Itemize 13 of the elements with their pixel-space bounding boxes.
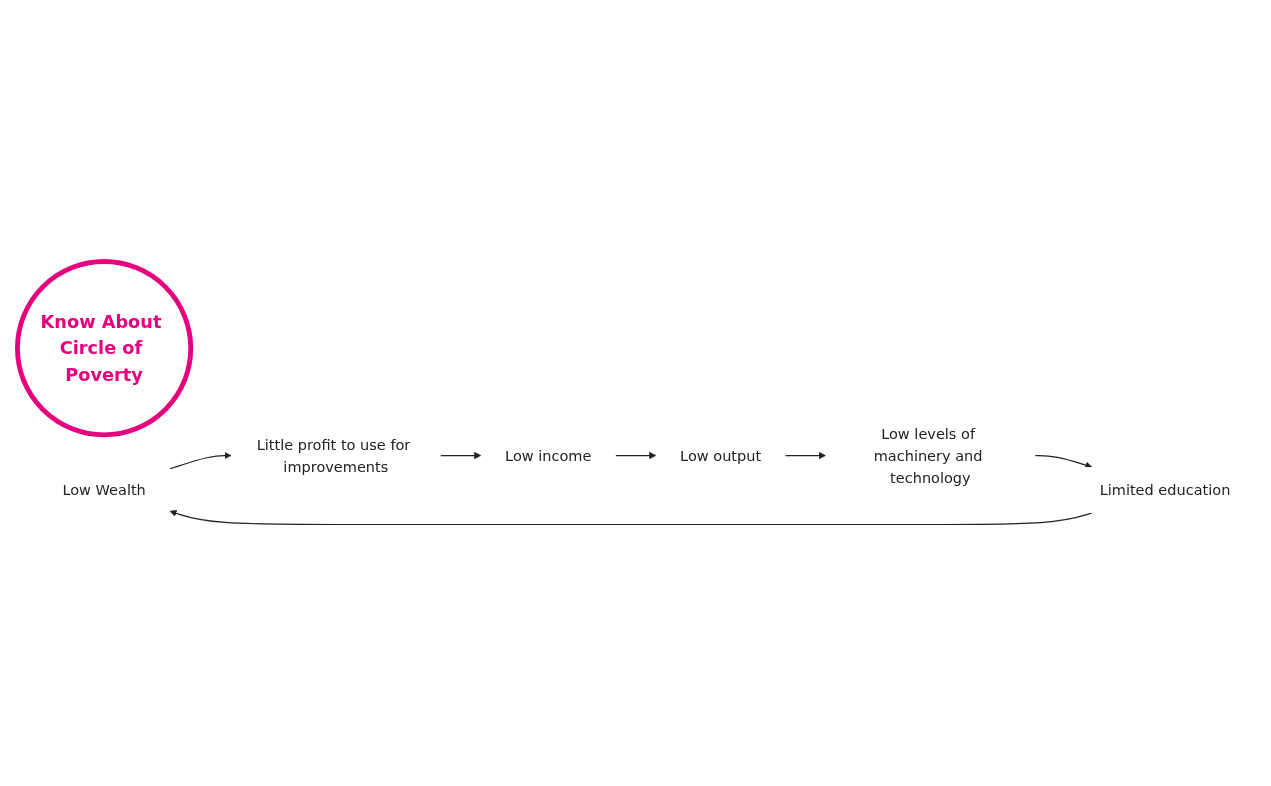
node-text: Limited education	[1099, 481, 1230, 499]
node-circle: Know About Circle of Poverty	[14, 259, 193, 438]
arrow	[614, 452, 656, 460]
node-text: Low Wealth	[61, 481, 146, 499]
arrow	[439, 452, 481, 460]
arrow	[168, 452, 231, 470]
node-text: Low income	[504, 447, 591, 465]
node-text: Little profit to use for improvements	[256, 436, 410, 475]
arrow	[169, 509, 1092, 526]
node-text: Low levels of machinery and technology	[873, 425, 982, 486]
arrow	[1034, 454, 1092, 469]
node-text: Low output	[679, 447, 761, 465]
arrow	[784, 452, 826, 460]
